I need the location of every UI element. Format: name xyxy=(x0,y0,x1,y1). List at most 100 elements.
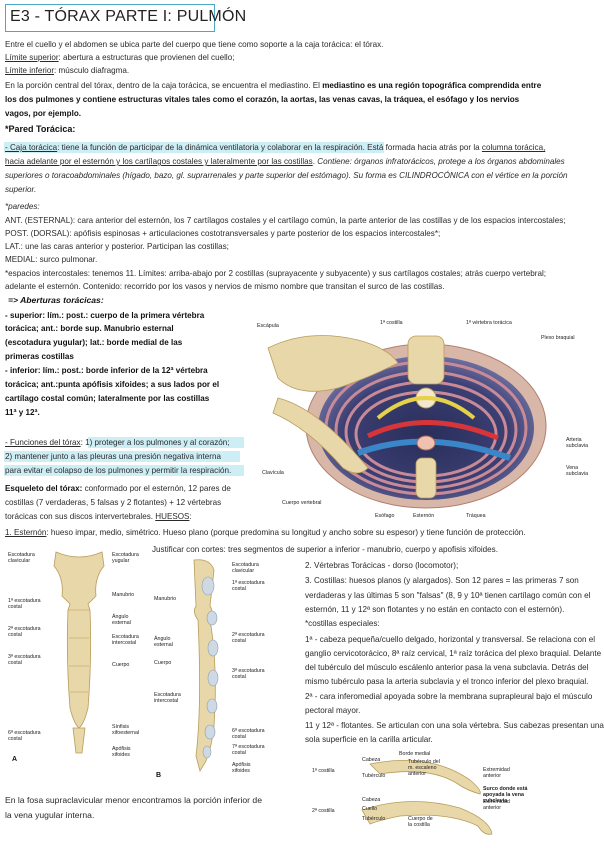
text-line: torácica; ant.:punta apófisis xifoides; … xyxy=(5,380,220,389)
text-line: verdaderas y las últimas 5 son "falsas" … xyxy=(305,591,591,600)
text-line: torácicas con sus discos intervertebrale… xyxy=(5,512,192,521)
text-line: vagos, por ejemplo. xyxy=(5,109,82,118)
label-plexo: Plexo braquial xyxy=(541,335,575,341)
text-line: torácica; ant.: borde sup. Manubrio este… xyxy=(5,324,174,333)
text-line: 2ª - cara inferomedial apoyada sobre la … xyxy=(305,692,593,701)
text-line: costillas (7 verdaderas, 5 falsas y 2 fl… xyxy=(5,498,222,507)
text-line: Esqueleto del tórax: conformado por el e… xyxy=(5,484,231,493)
text-line: - superior: lím.: post.: cuerpo de la pr… xyxy=(5,311,205,320)
label-b-costal3: 3ª escotadura costal xyxy=(232,668,265,680)
label-costal2: 2ª escotadura costal xyxy=(8,626,41,638)
label-costilla1: 1ª costilla xyxy=(380,320,403,326)
highlight xyxy=(4,465,244,476)
label-tuberculo-escaleno: Tubérculo del m. escaleno anterior xyxy=(408,759,440,777)
label-b-cuerpo: Cuerpo xyxy=(154,660,172,666)
text-line: del tubérculo del músculo escálenlo ante… xyxy=(305,663,589,672)
text-line: primeras costillas xyxy=(5,352,74,361)
label-b-angulo: Ángulo esternal xyxy=(154,636,173,648)
text-line: mismo tubérculo pasa la arteria subclavi… xyxy=(305,677,589,686)
label-vertebra1: 1ª vértebra torácica xyxy=(466,320,512,326)
label-rib-cuerpo: Cuerpo de la costilla xyxy=(408,816,433,828)
label-rib-cabeza2: Cabeza xyxy=(362,797,381,803)
label-b-costal7: 7ª escotadura costal xyxy=(232,744,265,756)
label-b-escotadura-clavicular: Escotadura clavicular xyxy=(232,562,259,574)
text-line: superior. xyxy=(5,185,37,194)
label-b-costal1: 1ª escotadura costal xyxy=(232,580,265,592)
text-line: POST. (DORSAL): apófisis espinosas + art… xyxy=(5,229,441,238)
text-line: - Caja torácica: tiene la función de par… xyxy=(5,143,546,152)
label-vena: Vena subclavia xyxy=(566,465,589,477)
label-escotadura-clavicular: Escotadura clavicular xyxy=(8,552,35,564)
sternum-anterior-illustration xyxy=(53,551,105,754)
text-line: LAT.: une las caras anterior y posterior… xyxy=(5,242,229,251)
text-line: *paredes: xyxy=(5,202,40,211)
text-line: 1ª - cabeza pequeña/cuello delgado, hori… xyxy=(305,635,596,644)
label-traquea: Tráquea xyxy=(466,513,486,519)
highlight xyxy=(88,437,244,448)
label-costal1: 1ª escotadura costal xyxy=(8,598,41,610)
label-b-xifoides: Apófisis xifoides xyxy=(232,762,251,774)
label-b-manubrio: Manubrio xyxy=(154,596,177,602)
text-line: 11ª y 12ª. xyxy=(5,408,40,417)
text-line: superiores o toracoabdominales (hígado, … xyxy=(5,171,568,180)
text-line: para evitar el colapso de los pulmones y… xyxy=(5,466,232,475)
text-line: - Funciones del tórax: 1) proteger a los… xyxy=(5,438,230,447)
label-rib-cabeza: Cabeza xyxy=(362,757,381,763)
text-line: *costillas especiales: xyxy=(305,619,380,628)
text-line: adelante el esternón. Contenido: recorri… xyxy=(5,282,445,291)
text-line: MEDIAL: surco pulmonar. xyxy=(5,255,98,264)
section-heading: *Pared Torácica: xyxy=(5,124,76,134)
label-rib-costilla1: 1ª costilla xyxy=(312,768,335,774)
text-line: pectoral mayor. xyxy=(305,706,361,715)
label-extremidad-anterior: Extremidad anterior xyxy=(483,767,510,779)
thorax-section-illustration xyxy=(267,335,547,509)
label-borde-medial: Borde medial xyxy=(399,751,431,757)
sternum-lateral-illustration xyxy=(193,559,219,773)
label-manubrio: Manubrio xyxy=(112,592,135,598)
ribs-illustration xyxy=(361,760,493,835)
label-surco: Surco donde está apoyada la vena subclav… xyxy=(483,786,528,804)
text-line: Límite superior: abertura a estructuras … xyxy=(5,53,235,62)
label-cuerpo-vertebral: Cuerpo vertebral xyxy=(282,500,322,506)
page-title: E3 - TÓRAX PARTE I: PULMÓN xyxy=(10,8,247,25)
figure-letter-b: B xyxy=(156,772,162,779)
highlight xyxy=(4,451,240,462)
text-line: 3. Costillas: huesos planos (y alargados… xyxy=(305,576,579,585)
text-line: cartílago costal común; lateralmente por… xyxy=(5,394,210,403)
label-b-intercostal: Escotadura intercostal xyxy=(154,692,181,704)
label-rib-costilla2: 2ª costilla xyxy=(312,808,335,814)
text-line: 1. Esternón: hueso impar, medio, simétri… xyxy=(5,528,526,537)
text-line: *espacios intercostales: tenemos 11. Lím… xyxy=(5,269,547,278)
label-escapula: Escápula xyxy=(257,323,279,329)
text-line: Límite inferior: músculo diafragma. xyxy=(5,66,130,75)
title-box xyxy=(5,4,215,32)
label-xifoides: Apófisis xifoides xyxy=(112,746,131,758)
label-angulo: Ángulo esternal xyxy=(112,614,131,626)
text-line: Entre el cuello y el abdomen se ubica pa… xyxy=(5,40,384,49)
label-rib-cuello: Cuello xyxy=(362,806,378,812)
text-line: hacia adelante por el esternón y los car… xyxy=(5,157,565,166)
text-line: ANT. (ESTERNAL): cara anterior del ester… xyxy=(5,216,566,225)
text-line: esternón, 11 y 12ª son flotantes y no es… xyxy=(305,605,565,614)
text-line: Justificar con cortes: tres segmentos de… xyxy=(152,545,498,554)
text-line: 11 y 12ª - flotantes. Se articulan con u… xyxy=(305,721,604,730)
label-rib-tuberculo: Tubérculo xyxy=(362,773,386,779)
label-rib-tuberculo2: Tubérculo xyxy=(362,816,386,822)
label-clavicula: Clavícula xyxy=(262,470,284,476)
section-heading: => Aberturas torácicas: xyxy=(8,295,104,305)
label-sinfisis: Sínfisis xifoesternal xyxy=(112,724,140,736)
highlight xyxy=(4,142,384,153)
label-arteria: Arteria subclavia xyxy=(566,437,589,449)
text-line: ganglio cervicotorácico, 8ª raíz cervica… xyxy=(305,649,602,658)
label-esofago: Esófago xyxy=(375,513,395,519)
text-line: - inferior: lím.: post.: borde inferior … xyxy=(5,366,208,375)
text-line: En la porción central del tórax, dentro … xyxy=(5,81,542,90)
label-intercostal: Escotadura intercostal xyxy=(112,634,139,646)
label-b-costal2: 2ª escotadura costal xyxy=(232,632,265,644)
text-line: En la fosa supraclavicular menor encontr… xyxy=(5,795,262,805)
label-escotadura-yugular: Escotadura yugular xyxy=(112,552,139,564)
label-costal3: 3ª escotadura costal xyxy=(8,654,41,666)
figure-letter-a: A xyxy=(12,756,18,763)
label-extremidad-anterior2: Extremidad anterior xyxy=(483,799,510,811)
